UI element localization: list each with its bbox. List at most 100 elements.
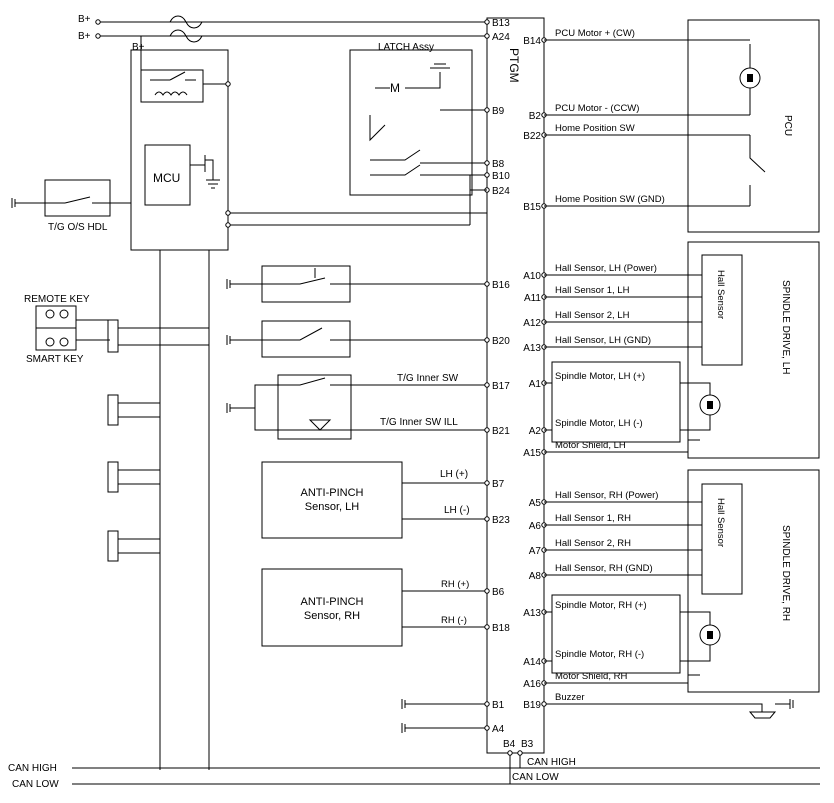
pin-label-a5: A5 [529,498,542,509]
anti-pinch-lh-neg: LH (-) [444,505,470,516]
latch-assy: LATCH Assy M [349,42,487,196]
pin-label-b20: B20 [492,336,510,347]
ground-icon [775,699,794,709]
pin-terminal [484,281,490,287]
switch-box-b20 [261,320,351,358]
signal-label-pcu-motor-ccw: PCU Motor - (CCW) [555,103,639,114]
ground-inputs [401,699,487,733]
signal-label-hall-rh-power: Hall Sensor, RH (Power) [555,490,658,501]
pin-label-b4: B4 [503,739,516,750]
connector-icon [107,319,119,353]
pin-label-b10: B10 [492,171,510,182]
buzzer [544,699,794,719]
can-low-ptgm-label: CAN LOW [512,772,559,783]
key-bus-wire [118,327,209,346]
ground-icon [11,198,16,208]
pin-label-a10: A10 [523,271,541,282]
can-high-ptgm-label: CAN HIGH [527,757,576,768]
pin-terminal [484,725,490,731]
mcu-label: MCU [153,171,180,185]
bplus-terminal-2 [95,33,101,39]
connector-icon [107,530,119,562]
signal-label-shield-rh: Motor Shield, RH [555,671,627,682]
signal-label-hall-lh-gnd: Hall Sensor, LH (GND) [555,335,651,346]
tg-inner-wire [230,377,487,431]
switch-icon [230,268,487,285]
pin-terminal [484,172,490,178]
pin-terminal [484,382,490,388]
spindle-lh-motor-box [551,361,681,443]
pin-terminal [484,480,490,486]
bplus-terminal-1 [95,19,101,25]
spindle-rh-title: SPINDLE DRIVE, RH [780,525,791,621]
spindle-drive-rh: SPINDLE DRIVE, RH Hall Sensor [551,469,820,693]
pin-label-b22: B22 [523,131,541,142]
pin-terminal [484,337,490,343]
pcu-label: PCU [782,115,793,136]
hall-rh-box [701,483,743,595]
shield-lh-wire [687,439,700,452]
tg-os-box [44,179,111,217]
pin-label-a6: A6 [529,521,542,532]
supply-lines: B+ B+ [78,14,487,43]
pin-terminal [484,107,490,113]
spindle-rh-motor-wire [680,611,711,662]
connector-icon [107,461,119,493]
anti-pinch-rh-pos: RH (+) [441,579,469,590]
latch-box [349,49,473,196]
smart-key-icon [45,337,55,347]
hall-rh-label: Hall Sensor [715,498,726,547]
transistor-icon [190,155,214,180]
pin-terminal [507,750,513,756]
anti-pinch-rh-box [261,568,403,647]
switch-b16 [226,265,487,303]
pin-label-a8: A8 [529,571,542,582]
anti-pinch-lh: ANTI-PINCH Sensor, LH LH (+) LH (-) [261,461,487,539]
pin-terminal [484,19,490,25]
can-high-label: CAN HIGH [8,763,57,774]
anti-pinch-rh-neg: RH (-) [441,615,467,626]
junction-dot [225,210,231,216]
signal-wires [544,39,750,684]
pin-terminal [484,33,490,39]
latch-motor-wire [375,63,450,89]
pcu-box [687,19,820,233]
motor-core [707,631,713,639]
latch-title: LATCH Assy [378,42,434,53]
pin-label-a14: A14 [523,657,541,668]
ground-icon [226,279,231,289]
ground-icon [206,179,220,189]
smart-key-label: SMART KEY [26,354,84,365]
latch-motor-label: M [390,81,400,95]
spindle-lh-title: SPINDLE DRIVE, LH [780,280,791,374]
signal-label-hall-rh-2: Hall Sensor 2, RH [555,538,631,549]
can-bus: CAN HIGH CAN LOW CAN HIGH CAN LOW [8,753,820,790]
bplus-label-1: B+ [78,14,91,25]
ground-icon [226,403,231,413]
pin-label-a13: A13 [523,343,541,354]
signal-label-hall-lh-power: Hall Sensor, LH (Power) [555,263,657,274]
remote-key-icon [59,309,69,319]
signal-label-spindle-lh-pos: Spindle Motor, LH (+) [555,371,645,382]
signal-label-spindle-rh-pos: Spindle Motor, RH (+) [555,600,647,611]
pin-terminal [484,516,490,522]
buzzer-icon [748,711,777,719]
buzzer-wire [544,703,763,712]
pin-label-b15: B15 [523,202,541,213]
connector-wire [118,538,160,554]
junction-dot [225,81,231,87]
pin-label-b17: B17 [492,381,510,392]
ptgm-title: PTGM [507,48,521,83]
tg-inner-switch: T/G Inner SW T/G Inner SW ILL [226,373,487,440]
led-icon [308,419,332,431]
fuse-icon [169,29,203,43]
latch-switch-icon [369,115,421,176]
pin-label-a4: A4 [492,724,505,735]
pin-terminal [484,701,490,707]
pin-label-b19: B19 [523,700,541,711]
can-low-label: CAN LOW [12,779,59,790]
tg-inner-sw-label: T/G Inner SW [397,373,459,384]
